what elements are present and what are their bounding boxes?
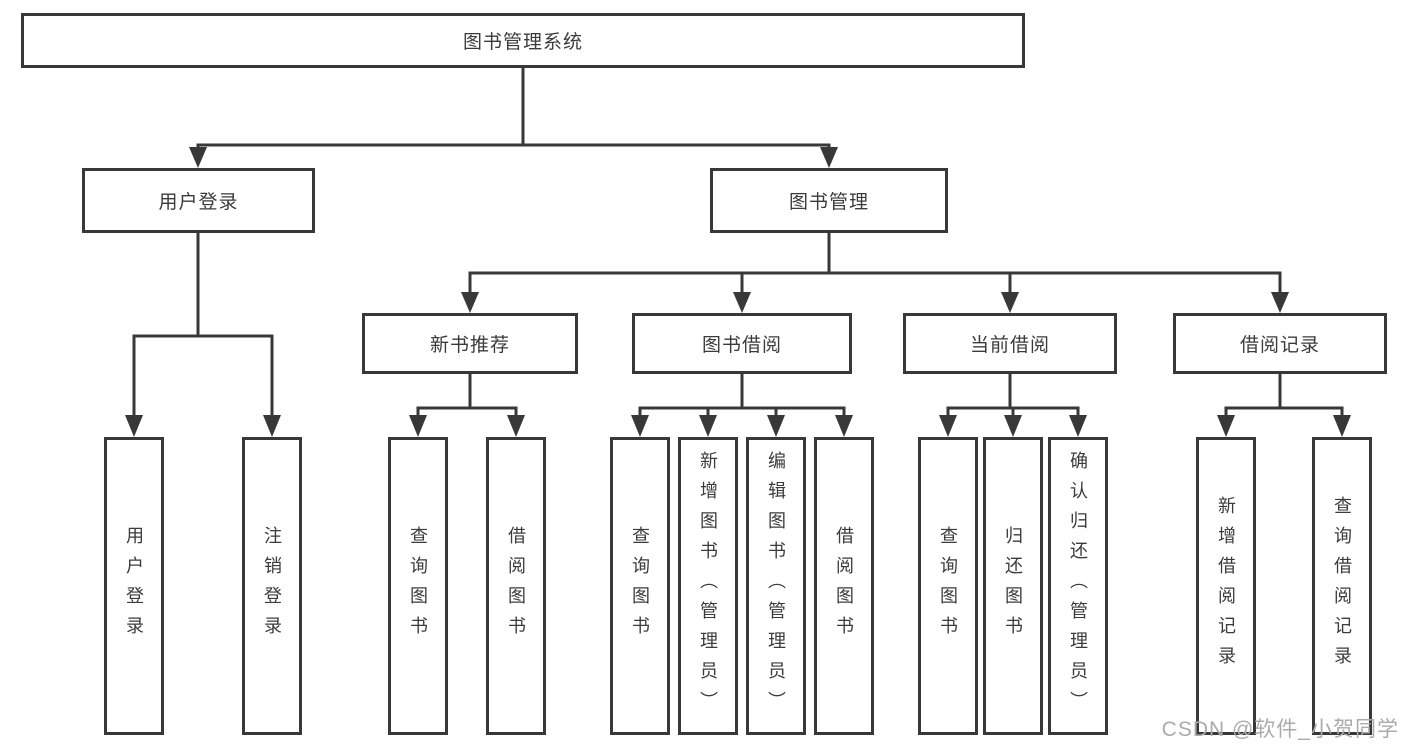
connector-root-to-level2 bbox=[196, 66, 831, 157]
arrowheads-level3 bbox=[461, 292, 1289, 313]
leaf-query-book-recommend: 查询图书 bbox=[388, 437, 448, 735]
node-label: 图书管理系统 bbox=[462, 32, 583, 53]
leaf-edit-book-admin: 编辑图书（管理员） bbox=[746, 437, 806, 735]
node-label: 当前借阅 bbox=[969, 335, 1050, 356]
connector-new-book-recommend-to-leaves bbox=[416, 372, 518, 422]
leaf-label: 查询图书 bbox=[630, 526, 650, 646]
connector-current-borrow-to-leaves bbox=[946, 372, 1080, 422]
node-label: 借阅记录 bbox=[1239, 335, 1320, 356]
leaf-label: 注销登录 bbox=[262, 526, 282, 646]
leaf-label: 查询借阅记录 bbox=[1332, 496, 1352, 676]
leaf-confirm-return-admin: 确认归还（管理员） bbox=[1048, 437, 1108, 735]
leaf-borrow-book: 借阅图书 bbox=[814, 437, 874, 735]
leaf-query-book-borrow: 查询图书 bbox=[610, 437, 670, 735]
node-label: 新书推荐 bbox=[429, 335, 510, 356]
leaf-user-login: 用户登录 bbox=[104, 437, 164, 735]
node-label: 图书借阅 bbox=[701, 335, 782, 356]
arrowheads-leaf-rows bbox=[409, 415, 1351, 437]
connector-book-borrow-to-leaves bbox=[638, 372, 846, 422]
node-library-management-system: 图书管理系统 bbox=[21, 13, 1025, 68]
leaf-add-borrow-record: 新增借阅记录 bbox=[1196, 437, 1256, 735]
leaf-label: 查询图书 bbox=[408, 526, 428, 646]
leaf-borrow-book-recommend: 借阅图书 bbox=[486, 437, 546, 735]
node-book-borrow: 图书借阅 bbox=[632, 313, 852, 374]
leaf-label: 用户登录 bbox=[124, 526, 144, 646]
leaf-return-book: 归还图书 bbox=[983, 437, 1043, 735]
leaf-label: 借阅图书 bbox=[506, 526, 526, 646]
leaf-label: 编辑图书（管理员） bbox=[766, 451, 786, 721]
leaf-label: 新增图书（管理员） bbox=[698, 451, 718, 721]
node-label: 图书管理 bbox=[788, 192, 869, 213]
csdn-watermark: CSDN @软件_小贺同学 bbox=[1161, 718, 1399, 741]
connector-book-management-to-level3 bbox=[468, 231, 1282, 302]
arrowheads-level2 bbox=[189, 147, 838, 168]
node-borrow-records: 借阅记录 bbox=[1173, 313, 1387, 374]
connector-user-login-to-leaves bbox=[132, 231, 274, 426]
leaf-query-borrow-record: 查询借阅记录 bbox=[1312, 437, 1372, 735]
leaf-logout: 注销登录 bbox=[242, 437, 302, 735]
leaf-label: 查询图书 bbox=[938, 526, 958, 646]
connector-borrow-records-to-leaves bbox=[1224, 372, 1344, 422]
leaf-add-book-admin: 新增图书（管理员） bbox=[678, 437, 738, 735]
leaf-query-book-current: 查询图书 bbox=[918, 437, 978, 735]
node-new-book-recommend: 新书推荐 bbox=[362, 313, 578, 374]
node-book-management: 图书管理 bbox=[710, 168, 948, 233]
leaf-label: 归还图书 bbox=[1003, 526, 1023, 646]
leaf-label: 借阅图书 bbox=[834, 526, 854, 646]
node-user-login: 用户登录 bbox=[82, 168, 315, 233]
arrowheads-user-login-leaves bbox=[125, 415, 281, 437]
leaf-label: 新增借阅记录 bbox=[1216, 496, 1236, 676]
node-current-borrow: 当前借阅 bbox=[903, 313, 1117, 374]
node-label: 用户登录 bbox=[158, 192, 239, 213]
leaf-label: 确认归还（管理员） bbox=[1068, 451, 1088, 721]
